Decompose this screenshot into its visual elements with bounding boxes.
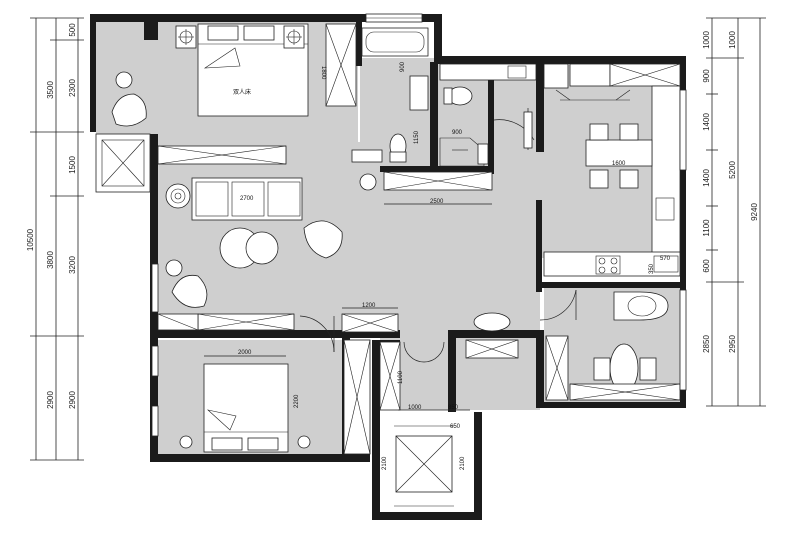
master-bedroom: 双人床 1800 bbox=[95, 23, 357, 193]
right-inner-dim-3: 1400 bbox=[702, 113, 711, 131]
right-mid-dim-1: 1000 bbox=[728, 31, 737, 49]
dining-chair-4 bbox=[619, 169, 639, 189]
fridge-h-dim: 350 bbox=[649, 263, 655, 274]
right-inner-dim-5: 1100 bbox=[702, 219, 711, 237]
left-mid-dim-1: 3500 bbox=[46, 81, 55, 99]
bath-top-dim: 900 bbox=[400, 61, 406, 72]
master-bathroom: 900 1150 bbox=[351, 27, 429, 191]
sofa-dim: 2700 bbox=[240, 196, 254, 202]
entry-w1-dim: 1000 bbox=[408, 405, 422, 411]
left-mid-dim-2: 3800 bbox=[46, 251, 55, 269]
armchair-living-2 bbox=[171, 274, 208, 308]
left-inner-dim-3: 1500 bbox=[68, 156, 77, 174]
dining-chair-2 bbox=[619, 123, 639, 141]
left-inner-dim-2: 2300 bbox=[68, 79, 77, 97]
master-vanity bbox=[409, 75, 429, 111]
left-mid-dim-3: 2900 bbox=[46, 391, 55, 409]
left-dimension-lines: 10500 3500 3800 2900 500 2300 1500 3200 … bbox=[26, 17, 84, 461]
bed2-h-dim: 2200 bbox=[294, 394, 300, 408]
bed-2 bbox=[203, 363, 289, 453]
bath-mid-dim: 1150 bbox=[414, 130, 420, 144]
right-inner-dim-1: 1000 bbox=[702, 31, 711, 49]
right-inner-dim-4: 1400 bbox=[702, 169, 711, 187]
lift-h-right-dim: 2100 bbox=[460, 456, 466, 470]
entry-h-dim: 1100 bbox=[398, 370, 404, 384]
windows bbox=[151, 13, 687, 313]
left-inner-dim-1: 500 bbox=[68, 23, 77, 37]
bath-bottom-dim: 900 bbox=[452, 130, 463, 136]
left-inner-dim-5: 2900 bbox=[68, 391, 77, 409]
side-table bbox=[165, 183, 191, 209]
entry-w2-dim: 850 bbox=[448, 405, 459, 411]
bed2-w-dim: 2000 bbox=[238, 350, 252, 356]
master-bed-label: 双人床 bbox=[233, 88, 251, 96]
small-table bbox=[165, 259, 183, 277]
fridge-w-dim: 570 bbox=[660, 256, 671, 262]
entry-rug bbox=[473, 312, 511, 332]
armchair-living-1 bbox=[303, 220, 343, 259]
dining-chair-1 bbox=[589, 123, 609, 141]
left-outer-dim: 10500 bbox=[26, 228, 35, 251]
nightstand-b2-left bbox=[179, 435, 193, 449]
bathtub-2 bbox=[613, 291, 669, 321]
left-inner-dim-4: 3200 bbox=[68, 256, 77, 274]
nightstand-b2-right bbox=[297, 435, 311, 449]
right-dimension-lines: 9240 1000 5200 2950 1000 900 1400 1400 1… bbox=[702, 17, 766, 407]
right-mid-dim-2: 5200 bbox=[728, 161, 737, 179]
right-inner-dim-7: 2850 bbox=[702, 335, 711, 353]
entry-lift: 1100 1000 850 650 2100 2100 bbox=[379, 289, 577, 507]
closet-dim: 1800 bbox=[320, 66, 326, 80]
kitchen-counter-top bbox=[439, 63, 537, 81]
dining-chair-3 bbox=[589, 169, 609, 189]
right-outer-dim: 9240 bbox=[750, 203, 759, 221]
sofa bbox=[191, 177, 303, 221]
kitchen-dining: 570 350 1600 2500 bbox=[383, 63, 681, 277]
lift-h-left-dim: 2100 bbox=[382, 456, 388, 470]
bathtub bbox=[361, 27, 429, 57]
lift-top-dim: 650 bbox=[450, 424, 461, 430]
shoe-cabinet-dim: 1200 bbox=[362, 303, 376, 309]
kitchen-counter-right bbox=[651, 85, 681, 257]
small-room bbox=[545, 289, 687, 401]
dining-table bbox=[585, 139, 653, 167]
living-room: 2700 1200 bbox=[157, 177, 399, 353]
bathroom-2: 900 bbox=[439, 86, 489, 167]
bedroom-2: 2000 2200 bbox=[151, 339, 371, 455]
right-inner-dim-6: 600 bbox=[702, 259, 711, 273]
coffee-table-2 bbox=[245, 231, 279, 265]
kitchen-counter-dim: 2500 bbox=[430, 199, 444, 205]
dining-table-dim: 1600 bbox=[612, 161, 626, 167]
right-mid-dim-3: 2950 bbox=[728, 335, 737, 353]
right-inner-dim-2: 900 bbox=[702, 69, 711, 83]
armchair-master bbox=[115, 71, 133, 89]
